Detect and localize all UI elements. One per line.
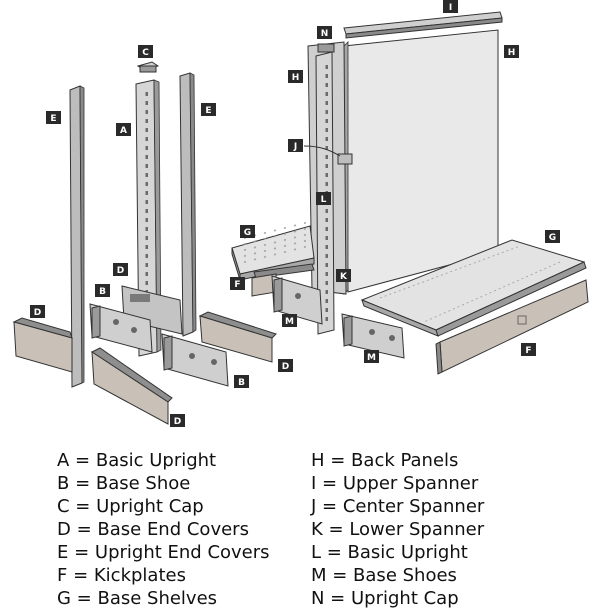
tag-d-front: D [170,414,185,427]
upright-cap-left [136,61,160,73]
legend-item: B = Base Shoe [57,473,191,494]
svg-text:D: D [117,266,124,276]
svg-text:D: D [282,362,289,372]
basic-upright-left [135,79,162,357]
tag-c: C [138,45,153,58]
legend-item: C = Upright Cap [57,496,204,517]
upright-end-cover-left [69,85,85,388]
svg-text:M: M [367,353,376,363]
svg-text:I: I [449,3,452,13]
svg-text:G: G [244,228,251,238]
tag-d-right: D [278,359,293,372]
legend-item: E = Upright End Covers [57,542,270,563]
tag-h-left: H [288,70,303,83]
svg-text:J: J [293,142,297,152]
upright-end-cover-right [179,72,197,337]
svg-text:H: H [508,48,516,58]
tag-m-upper: M [282,314,297,327]
svg-text:A: A [120,126,127,136]
base-shoe-left [89,303,153,353]
tag-d-far-left: D [30,305,45,318]
kickplate-right [435,279,589,375]
legend-item: M = Base Shoes [311,565,457,586]
legend-item: J = Center Spanner [311,496,485,517]
legend-item: I = Upper Spanner [311,473,479,494]
svg-text:N: N [321,29,329,39]
legend-item: A = Basic Upright [57,450,217,471]
legend-item: F = Kickplates [57,565,186,586]
upper-spanner [343,11,503,39]
svg-text:M: M [285,317,294,327]
svg-text:F: F [525,346,531,356]
tag-l: L [316,192,331,205]
tag-e-left: E [46,111,61,124]
tag-b-left: B [95,284,110,297]
tag-i: I [443,0,458,13]
base-end-cover-far-left [12,317,73,373]
svg-text:G: G [549,233,556,243]
tag-k: K [336,269,351,282]
svg-text:L: L [321,195,327,205]
base-shoe-right-unit-front [341,313,405,359]
tag-d-upper: D [113,263,128,276]
legend-item: K = Lower Spanner [311,519,485,540]
upright-cap-right [317,43,335,53]
tag-m-lower: M [364,350,379,363]
exploded-shelving-diagram: C E A E D B D D B D I N H H J L G G K F … [12,0,589,427]
tag-e-right: E [201,103,216,116]
svg-text:B: B [238,378,245,388]
legend-left-column: A = Basic Upright B = Base Shoe C = Upri… [57,449,270,610]
base-shoe-right-unit-back [271,275,323,325]
legend-item: D = Base End Covers [57,519,249,540]
center-spanner [303,145,353,165]
base-shelf-right [360,239,587,337]
tag-h-right: H [504,45,519,58]
legend-item: L = Basic Upright [311,542,468,563]
svg-text:B: B [99,287,106,297]
legend-right-column: H = Back Panels I = Upper Spanner J = Ce… [311,449,484,610]
tag-f-right: F [521,343,536,356]
tag-n: N [317,26,332,39]
legend-item: N = Upright Cap [311,588,459,609]
svg-text:K: K [340,272,348,282]
svg-text:D: D [174,417,181,427]
svg-text:D: D [34,308,41,318]
base-end-cover-front [91,347,173,425]
legend-item: H = Back Panels [311,450,459,471]
tag-g-right: G [545,230,560,243]
base-shoe-right [161,333,229,387]
svg-text:E: E [205,106,211,116]
lower-spanner [253,263,315,279]
svg-text:C: C [142,48,149,58]
tag-f-left: F [230,277,245,290]
tag-a: A [116,123,131,136]
legend-item: G = Base Shelves [57,588,218,609]
svg-text:F: F [234,280,240,290]
tag-g-left: G [240,225,255,238]
tag-b-right: B [234,375,249,388]
svg-text:E: E [50,114,56,124]
tag-j: J [288,139,303,152]
base-end-cover-right [198,311,277,363]
svg-text:H: H [292,73,300,83]
